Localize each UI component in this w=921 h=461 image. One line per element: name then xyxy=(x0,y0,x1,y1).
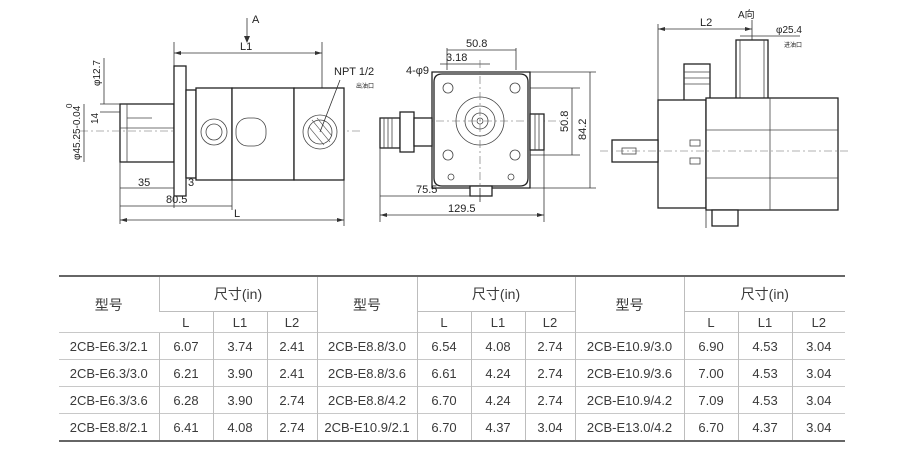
front-d318: 3.18 xyxy=(446,52,467,64)
l-cell: 6.61 xyxy=(416,359,472,387)
model-cell: 2CB-E8.8/3.0 xyxy=(316,332,418,360)
l2-cell: 3.04 xyxy=(791,332,846,360)
l1-cell: 4.08 xyxy=(212,413,267,442)
model-cell: 2CB-E10.9/2.1 xyxy=(316,413,418,442)
model-cell: 2CB-E6.3/3.0 xyxy=(59,359,159,387)
side-dim3-label: 3 xyxy=(188,177,194,189)
model-header: 型号 xyxy=(316,275,418,333)
col-l2-header: L2 xyxy=(524,311,576,333)
side-outlet-label: 出油口 xyxy=(356,82,374,90)
l2-cell: 3.04 xyxy=(791,413,846,442)
side-l1-label: L1 xyxy=(240,41,252,53)
l2-cell: 2.41 xyxy=(266,359,318,387)
front-view-drawing: 50.8 3.18 4-φ9 xyxy=(379,38,596,222)
top-inlet-label: 进油口 xyxy=(784,41,802,49)
l-cell: 6.70 xyxy=(683,413,739,442)
model-cell: 2CB-E6.3/3.6 xyxy=(59,386,159,414)
side-arrow-label: A xyxy=(252,14,260,26)
side-d45-label: φ45.25-0.04 xyxy=(72,105,83,160)
table-row: 2CB-E8.8/2.1 6.41 4.08 2.74 2CB-E10.9/2.… xyxy=(59,413,846,442)
model-header: 型号 xyxy=(574,275,685,333)
l-cell: 6.90 xyxy=(683,332,739,360)
top-a-dir-label: A向 xyxy=(738,8,755,21)
size-header: 尺寸(in) xyxy=(683,275,846,312)
l1-cell: 4.24 xyxy=(470,359,526,387)
size-header: 尺寸(in) xyxy=(158,275,318,312)
l1-cell: 3.90 xyxy=(212,359,267,387)
l1-cell: 3.74 xyxy=(212,332,267,360)
top-view-drawing: L2 A向 φ25.4 进油口 xyxy=(600,8,850,228)
l2-cell: 3.04 xyxy=(791,386,846,414)
l1-cell: 4.08 xyxy=(470,332,526,360)
side-dim35-label: 35 xyxy=(138,177,150,189)
l-cell: 6.21 xyxy=(158,359,213,387)
front-holes-label: 4-φ9 xyxy=(406,65,429,77)
front-d1295: 129.5 xyxy=(448,203,476,215)
table-header-row: 型号 尺寸(in) 型号 尺寸(in) 型号 尺寸(in) xyxy=(59,275,846,333)
top-d254-label: φ25.4 xyxy=(776,25,802,36)
l2-cell: 3.04 xyxy=(524,413,576,442)
front-d508-top: 50.8 xyxy=(466,38,487,50)
side-view-drawing: A L1 NPT 1/2 出油口 xyxy=(65,14,374,226)
model-cell: 2CB-E8.8/3.6 xyxy=(316,359,418,387)
col-l-header: L xyxy=(416,311,472,333)
l-cell: 6.41 xyxy=(158,413,213,442)
col-l2-header: L2 xyxy=(266,311,318,333)
front-d508-side: 50.8 xyxy=(559,111,571,132)
side-dim805-label: 80.5 xyxy=(166,194,187,206)
l1-cell: 4.53 xyxy=(737,332,793,360)
front-d842: 84.2 xyxy=(577,119,589,140)
l2-cell: 2.74 xyxy=(266,386,318,414)
model-cell: 2CB-E8.8/4.2 xyxy=(316,386,418,414)
table-row: 2CB-E6.3/3.6 6.28 3.90 2.74 2CB-E8.8/4.2… xyxy=(59,386,846,414)
col-l1-header: L1 xyxy=(212,311,267,333)
model-cell: 2CB-E8.8/2.1 xyxy=(59,413,159,442)
side-d127-label: φ12.7 xyxy=(92,60,103,86)
l-cell: 6.70 xyxy=(416,386,472,414)
side-tol-label: 0 xyxy=(65,103,74,108)
size-header: 尺寸(in) xyxy=(416,275,576,312)
model-cell: 2CB-E10.9/4.2 xyxy=(574,386,685,414)
l2-cell: 2.74 xyxy=(266,413,318,442)
col-l2-header: L2 xyxy=(791,311,846,333)
l-cell: 7.00 xyxy=(683,359,739,387)
l1-cell: 4.53 xyxy=(737,386,793,414)
l2-cell: 2.41 xyxy=(266,332,318,360)
table-subheader-row: L L1 L2 L L1 L2 L L1 L2 xyxy=(59,311,846,333)
model-cell: 2CB-E10.9/3.6 xyxy=(574,359,685,387)
l1-cell: 4.53 xyxy=(737,359,793,387)
l1-cell: 4.24 xyxy=(470,386,526,414)
l-cell: 6.70 xyxy=(416,413,472,442)
front-d755: 75.5 xyxy=(416,184,437,196)
spec-table: 型号 尺寸(in) 型号 尺寸(in) 型号 尺寸(in) L L1 L2 L … xyxy=(59,275,846,442)
l2-cell: 3.04 xyxy=(791,359,846,387)
model-header: 型号 xyxy=(59,275,159,333)
table-row: 2CB-E6.3/2.1 6.07 3.74 2.41 2CB-E8.8/3.0… xyxy=(59,332,846,360)
model-cell: 2CB-E13.0/4.2 xyxy=(574,413,685,442)
l-cell: 6.07 xyxy=(158,332,213,360)
model-cell: 2CB-E6.3/2.1 xyxy=(59,332,159,360)
l2-cell: 2.74 xyxy=(524,359,576,387)
side-l-label: L xyxy=(234,208,240,220)
l-cell: 6.28 xyxy=(158,386,213,414)
col-l-header: L xyxy=(683,311,739,333)
col-l1-header: L1 xyxy=(470,311,526,333)
model-cell: 2CB-E10.9/3.0 xyxy=(574,332,685,360)
l2-cell: 2.74 xyxy=(524,332,576,360)
technical-drawings: A L1 NPT 1/2 出油口 xyxy=(65,8,850,228)
l1-cell: 4.37 xyxy=(470,413,526,442)
l-cell: 6.54 xyxy=(416,332,472,360)
table-row: 2CB-E6.3/3.0 6.21 3.90 2.41 2CB-E8.8/3.6… xyxy=(59,359,846,387)
l1-cell: 3.90 xyxy=(212,386,267,414)
top-l2-label: L2 xyxy=(700,17,712,29)
l1-cell: 4.37 xyxy=(737,413,793,442)
col-l-header: L xyxy=(159,311,213,333)
l-cell: 7.09 xyxy=(683,386,739,414)
l2-cell: 2.74 xyxy=(524,386,576,414)
side-npt-label: NPT 1/2 xyxy=(334,66,374,78)
col-l1-header: L1 xyxy=(737,311,793,333)
side-dim14-label: 14 xyxy=(90,112,101,124)
